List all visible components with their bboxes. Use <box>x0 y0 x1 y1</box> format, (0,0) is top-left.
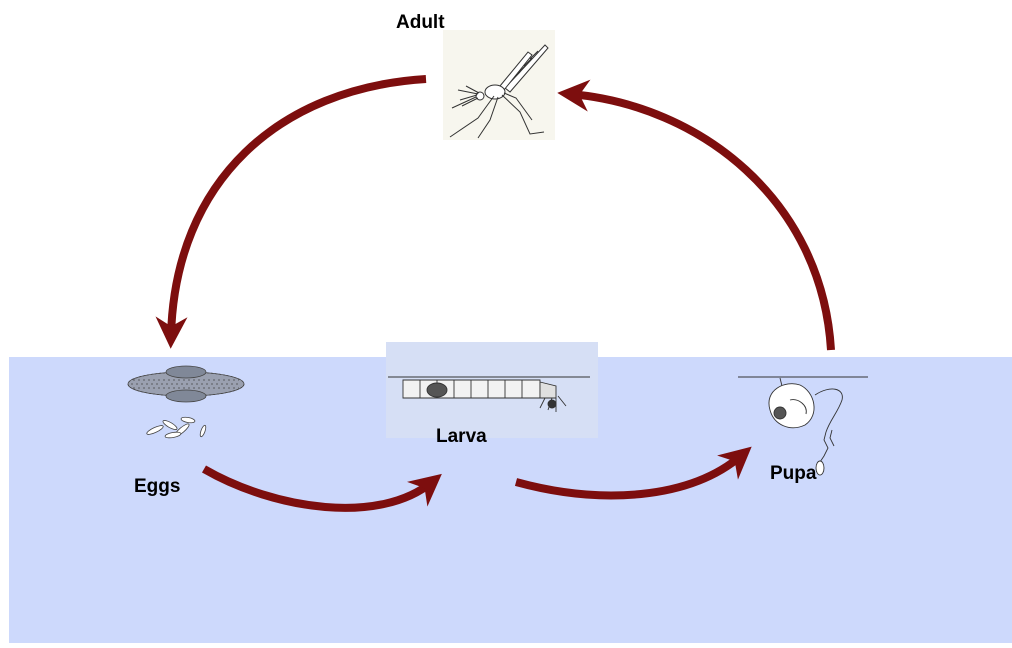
arrow-adult-to-eggs <box>171 79 426 336</box>
arrow-pupa-to-adult <box>570 94 831 350</box>
stage-label-eggs: Eggs <box>134 476 180 498</box>
stage-label-pupa: Pupa <box>770 463 816 485</box>
adult-illustration-bg <box>443 30 555 140</box>
stage-label-larva: Larva <box>436 426 487 448</box>
stage-label-adult: Adult <box>396 12 445 34</box>
